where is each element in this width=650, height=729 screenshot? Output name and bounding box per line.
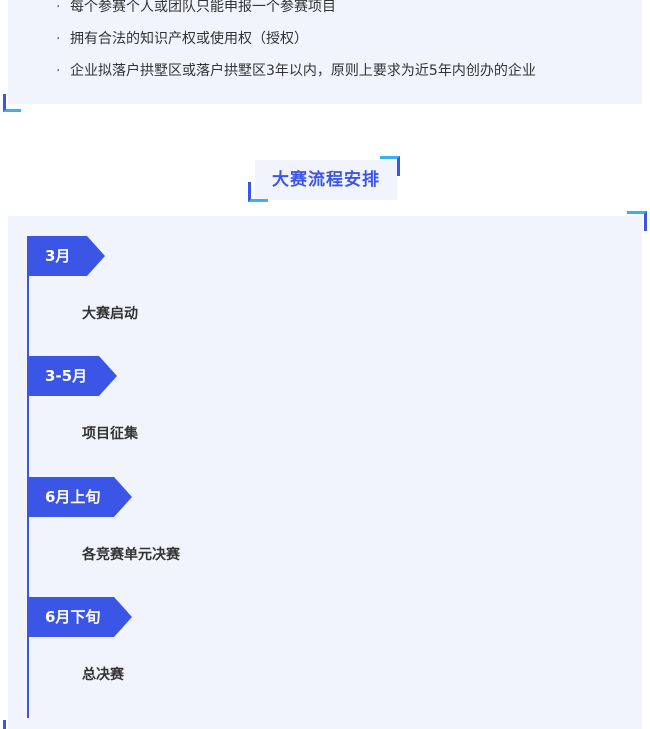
bullet-icon: · [56, 31, 61, 47]
section-title-frame: 大赛流程安排 [248, 156, 400, 202]
corner-decoration-icon [248, 182, 268, 202]
timeline-line [27, 236, 29, 718]
timeline-step-label: 各竞赛单元决赛 [82, 547, 180, 563]
corner-decoration-icon [3, 720, 13, 729]
section-title: 大赛流程安排 [255, 160, 397, 200]
requirement-item: ·企业拟落户拱墅区或落户拱墅区3年以内，原则上要求为近5年内创办的企业 [56, 63, 536, 79]
requirement-item: ·每个参赛个人或团队只能申报一个参赛项目 [56, 0, 336, 17]
timeline-step-label: 总决赛 [82, 667, 124, 683]
timeline-period-tag: 6月上旬 [29, 477, 132, 517]
timeline-period-tag: 3月 [29, 236, 105, 276]
bullet-icon: · [56, 63, 61, 79]
bullet-icon: · [56, 0, 61, 15]
corner-decoration-icon [627, 211, 647, 231]
corner-decoration-icon [380, 156, 400, 176]
corner-decoration-icon [3, 94, 21, 112]
requirements-panel [8, 0, 642, 104]
schedule-panel [8, 216, 642, 729]
requirement-item: ·拥有合法的知识产权或使用权（授权） [56, 31, 308, 47]
timeline-step-label: 项目征集 [82, 426, 138, 442]
timeline-step-label: 大赛启动 [82, 306, 138, 322]
timeline-period-tag: 6月下旬 [29, 597, 132, 637]
timeline-period-tag: 3-5月 [29, 356, 117, 396]
